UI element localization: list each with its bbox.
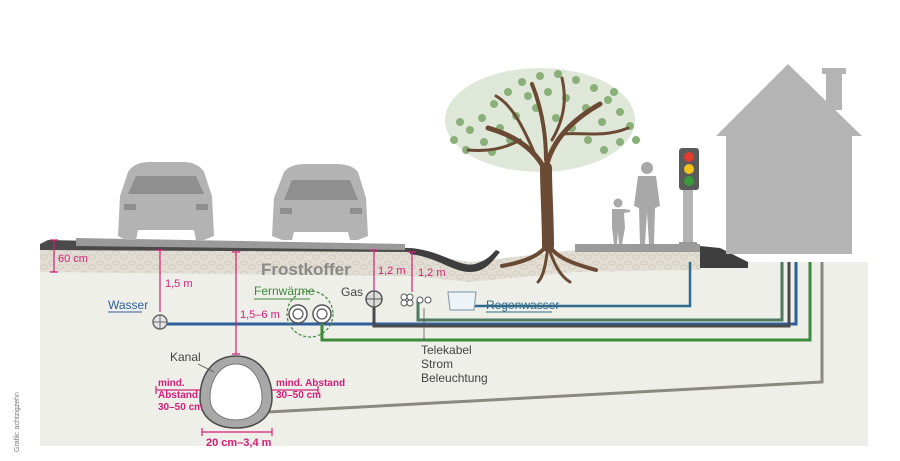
district-heating-line <box>320 262 812 342</box>
sewer-line <box>267 262 824 414</box>
telekabel-label: Telekabel <box>421 343 472 357</box>
dim-12m-a <box>370 249 378 290</box>
utility-lines <box>160 262 824 414</box>
pedestrian-adult <box>634 162 660 244</box>
dim-width-label: 20 cm–3,4 m <box>206 437 272 449</box>
dim-156m-label: 1,5–6 m <box>240 309 280 321</box>
rainwater-basin <box>447 291 477 311</box>
label-underlines <box>108 298 552 313</box>
sewer-channel-inner <box>209 363 263 421</box>
car-left <box>118 162 214 240</box>
cable-bundle-icon <box>400 293 432 307</box>
traffic-light-green <box>684 176 694 186</box>
traffic-light-yellow <box>684 164 694 174</box>
dim-abstand-right <box>272 386 319 394</box>
sidewalk-curb <box>700 246 748 268</box>
strom-label: Strom <box>421 357 453 371</box>
dim-abstand-right-label: mind. Abstand 30–50 cm <box>276 378 348 401</box>
regenwasser-label: Regenwasser <box>486 298 559 312</box>
dimension-lines <box>50 239 416 436</box>
heating-pipe-outline <box>286 290 334 338</box>
traffic-light-red <box>684 152 694 162</box>
pedestrian-child <box>612 198 630 244</box>
gutter <box>410 248 500 272</box>
dim-15m <box>156 249 164 312</box>
dim-abstand-left <box>155 386 200 394</box>
heating-pipe-left-icon <box>288 304 308 324</box>
road-curb-left <box>76 238 405 250</box>
pipes <box>152 290 477 429</box>
house <box>716 64 862 254</box>
dim-156m <box>232 251 240 355</box>
dim-60cm <box>50 239 58 273</box>
dim-abstand-left-label: mind. Abstand 30–50 cm <box>158 378 203 413</box>
graphic-credit: Grafik: achtzigzehn <box>14 392 21 452</box>
rainwater-line <box>462 262 692 308</box>
traffic-light <box>679 148 699 248</box>
dim-12m-a-label: 1,2 m <box>378 265 406 277</box>
heating-pipe-right-icon <box>312 304 332 324</box>
leader-lines <box>197 308 425 373</box>
wasser-label: Wasser <box>108 298 148 312</box>
telecom-line <box>416 262 784 322</box>
tree <box>445 68 640 284</box>
frostkoffer-label: Frostkoffer <box>261 260 351 279</box>
sidewalk <box>575 244 700 252</box>
gas-line <box>372 262 791 328</box>
gas-label: Gas <box>341 285 363 299</box>
water-line <box>160 262 798 326</box>
dim-12m-b <box>408 251 416 292</box>
dim-width <box>201 428 273 436</box>
kanal-label: Kanal <box>170 350 201 364</box>
car-right <box>272 164 368 240</box>
dim-12m-b-label: 1,2 m <box>418 267 446 279</box>
fernwaerme-label: Fernwärme <box>254 284 315 298</box>
dim-15m-label: 1,5 m <box>165 278 193 290</box>
dim-60cm-label: 60 cm <box>58 253 88 265</box>
beleuchtung-label: Beleuchtung <box>421 371 488 385</box>
